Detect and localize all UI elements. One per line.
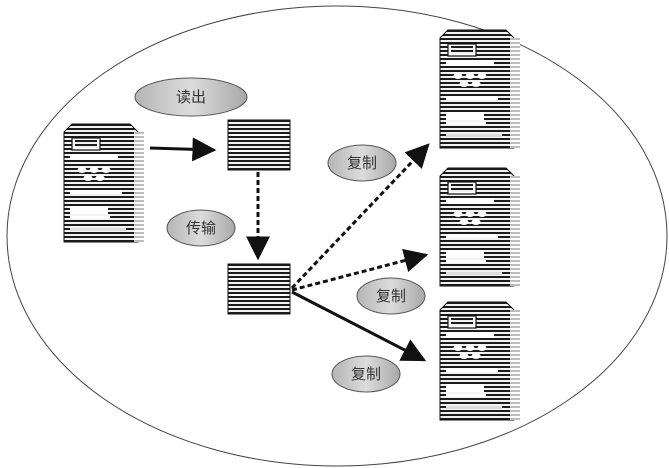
label-read: 读出 [134, 77, 248, 117]
label-copy-middle-text: 复制 [376, 287, 406, 305]
label-copy-top: 复制 [327, 144, 397, 182]
label-transfer: 传输 [166, 209, 236, 247]
arrow-read [149, 137, 217, 162]
arrow-copy-top [290, 143, 430, 290]
label-read-text: 读出 [176, 88, 206, 106]
boundary-oval [6, 5, 668, 467]
inverter-target-3 [439, 301, 521, 421]
inverter-target-2 [439, 167, 521, 287]
label-transfer-text: 传输 [186, 219, 216, 237]
label-copy-bottom: 复制 [331, 355, 401, 393]
inverter-target-1 [439, 29, 521, 149]
label-copy-middle: 复制 [356, 277, 426, 315]
label-copy-bottom-text: 复制 [351, 365, 381, 383]
arrow-copy-middle [291, 248, 429, 292]
arrow-copy-bottom [291, 290, 427, 362]
data-block-read [227, 119, 291, 171]
label-copy-top-text: 复制 [347, 154, 377, 172]
inverter-source [63, 123, 145, 243]
data-block-transfer [227, 263, 291, 315]
